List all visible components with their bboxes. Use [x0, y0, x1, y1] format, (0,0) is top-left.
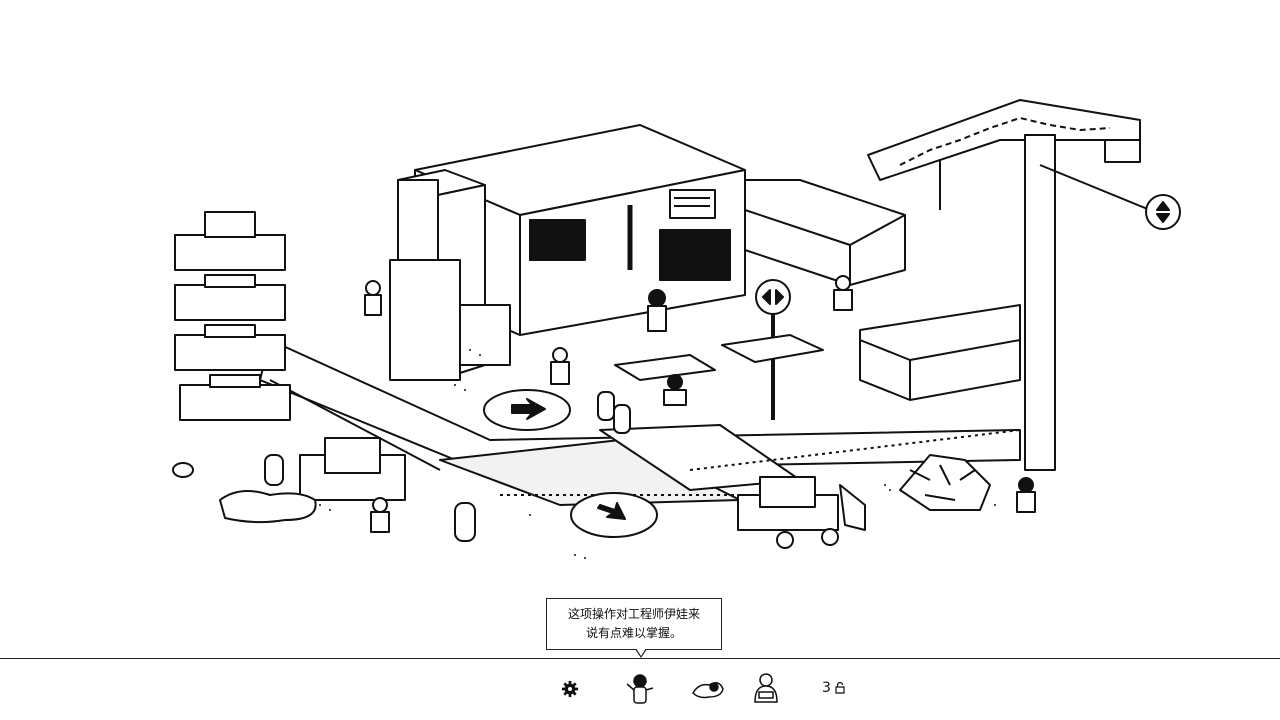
- person: [365, 281, 381, 315]
- person: [371, 498, 389, 532]
- crane[interactable]: [868, 100, 1180, 470]
- barrels[interactable]: [173, 392, 630, 541]
- container-back[interactable]: [745, 180, 905, 285]
- scrap-pile[interactable]: [900, 455, 990, 510]
- hint-tooltip: 这项操作对工程师伊娃来 说有点难以掌握。: [546, 598, 722, 658]
- folk-characters[interactable]: [365, 276, 1035, 532]
- truck[interactable]: [300, 438, 405, 500]
- tables: [615, 335, 823, 380]
- engineer-eva-icon: [623, 672, 657, 706]
- settings-button[interactable]: [558, 672, 582, 706]
- person: [664, 375, 686, 405]
- target-engineer-eva[interactable]: [620, 672, 660, 706]
- container-right[interactable]: [860, 305, 1020, 400]
- hint-line-2: 说有点难以掌握。: [585, 626, 682, 640]
- pile-icon: [690, 677, 726, 701]
- hint-line-1: 这项操作对工程师伊娃来: [567, 607, 700, 621]
- lock-icon: [835, 682, 845, 694]
- puddle: [220, 491, 316, 522]
- turntable-upper[interactable]: [484, 390, 570, 430]
- person: [551, 348, 569, 384]
- road-sign[interactable]: [756, 280, 790, 420]
- target-seated-person[interactable]: [748, 672, 784, 706]
- hint-count: 3: [822, 680, 831, 696]
- bulldozer[interactable]: [738, 477, 865, 548]
- person: [1017, 478, 1035, 512]
- tooltip-tail-fill: [636, 648, 646, 656]
- gear-icon: [561, 680, 579, 698]
- toolbar-divider: [0, 658, 1280, 659]
- person: [834, 276, 852, 310]
- hint-counter[interactable]: 3: [822, 680, 845, 696]
- stacked-cars[interactable]: [175, 212, 290, 420]
- game-scene[interactable]: [0, 0, 1280, 660]
- gravel: [319, 349, 996, 559]
- lockers[interactable]: [390, 170, 510, 380]
- seated-person-icon: [750, 672, 782, 706]
- person: [648, 290, 666, 331]
- turntable-lower[interactable]: [571, 493, 657, 537]
- target-pile[interactable]: [688, 672, 728, 706]
